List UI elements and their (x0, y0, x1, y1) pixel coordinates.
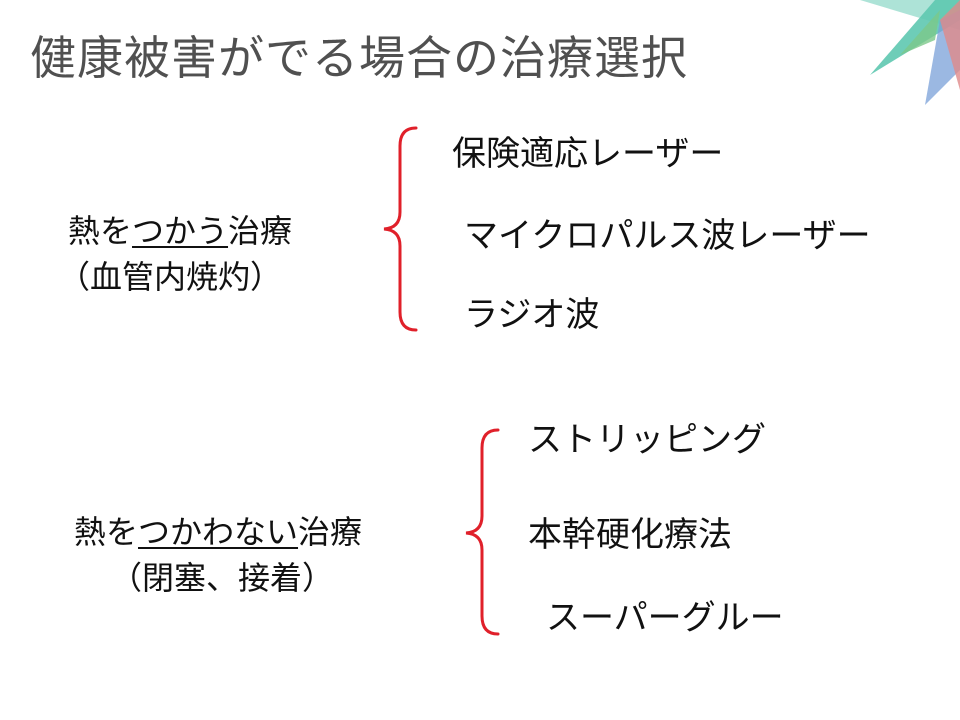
group2-label-main: 熱をつかわない治療 (74, 509, 362, 555)
group2-label-sub: （閉塞、接着） (110, 559, 335, 597)
page-title: 健康被害がでる場合の治療選択 (30, 31, 688, 85)
group1-label-pre: 熱を (68, 212, 133, 250)
group1-brace-icon (383, 126, 418, 332)
group2-brace-icon (465, 428, 500, 636)
group2-option-1: ストリッピング (528, 420, 766, 460)
group1-label-post: 治療 (228, 212, 293, 250)
group2-option-3: スーパーグルー (546, 598, 784, 638)
group2-label-underlined: つかわない (138, 513, 299, 551)
group1-option-3: ラジオ波 (464, 295, 600, 335)
group1-label: 熱をつかう治療 （血管内焼灼） (58, 208, 292, 300)
group1-label-underlined: つかう (132, 212, 229, 250)
group1-label-sub: （血管内焼灼） (58, 258, 283, 296)
group2-label: 熱をつかわない治療 （閉塞、接着） (74, 509, 362, 601)
group1-option-1: 保険適応レーザー (452, 134, 724, 174)
group2-option-2: 本幹硬化療法 (528, 515, 732, 555)
group1-option-2: マイクロパルス波レーザー (464, 216, 871, 256)
group2-label-post: 治療 (298, 513, 363, 551)
corner-decoration-icon (860, 0, 960, 105)
group1-label-main: 熱をつかう治療 (68, 208, 292, 254)
group2-label-pre: 熱を (74, 513, 139, 551)
